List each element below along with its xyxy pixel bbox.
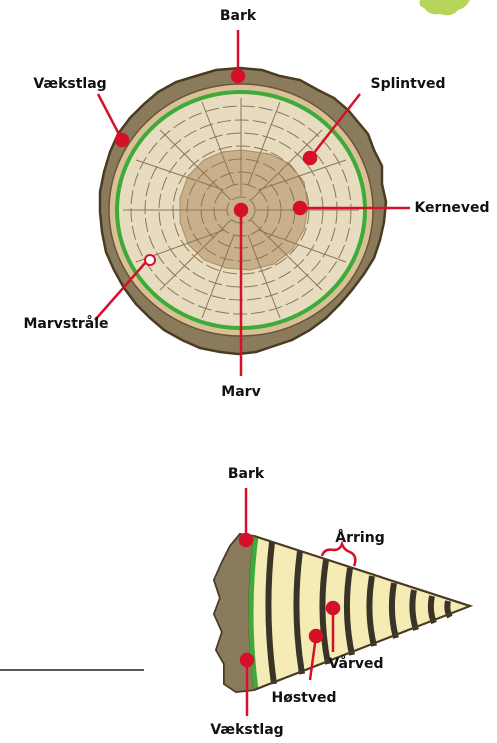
label-kerneved: Kerneved [414, 200, 489, 216]
label-marvstraale: Marvstråle [23, 315, 108, 332]
label-aarring: Årring [335, 529, 384, 546]
leaf-decoration-icon [420, 0, 471, 15]
label-bark-top: Bark [220, 8, 257, 24]
label-marv: Marv [221, 384, 260, 400]
label-vaekstlag-top: Vækstlag [33, 76, 106, 92]
label-vaarved: Vårved [328, 655, 383, 672]
label-splintved: Splintved [370, 76, 445, 92]
label-hoestved: Høstved [271, 690, 336, 706]
label-vaekstlag-wedge: Vækstlag [210, 722, 283, 738]
label-bark-wedge: Bark [228, 466, 265, 482]
